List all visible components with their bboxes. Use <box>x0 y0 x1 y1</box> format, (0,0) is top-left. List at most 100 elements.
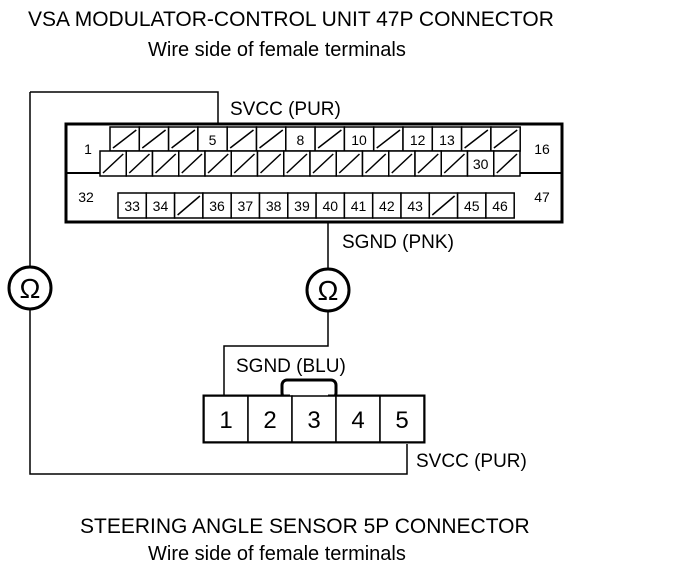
terminal-cell: 37 <box>230 192 261 219</box>
terminal-number: 42 <box>379 198 395 214</box>
terminal-cell <box>125 150 154 177</box>
terminal-cell: 5 <box>197 126 228 152</box>
terminal-cell: 36 <box>202 192 232 219</box>
terminal-cell: 33 <box>117 192 148 219</box>
terminal-cell <box>440 150 469 177</box>
right-ohmmeter: Ω <box>305 267 351 313</box>
terminal-cell <box>178 150 206 177</box>
unused-terminal-slash <box>364 153 387 174</box>
terminal-number: 43 <box>407 198 423 214</box>
unused-terminal-slash <box>391 153 413 174</box>
terminal-number: 37 <box>238 198 254 214</box>
terminal-cell <box>151 150 180 177</box>
unused-terminal-slash <box>376 129 401 149</box>
terminal-number: 41 <box>351 198 367 214</box>
terminal-row-1: 5 8 10 12 13 <box>109 126 521 152</box>
terminal-number: 5 <box>395 407 408 434</box>
unused-terminal-slash <box>312 153 334 174</box>
terminal-cell <box>388 150 416 177</box>
terminal-label-32: 32 <box>78 189 94 205</box>
terminal-cell: 1 <box>203 395 249 443</box>
terminal-cell: 10 <box>343 126 375 152</box>
terminal-cell <box>283 150 311 177</box>
wire-sgnd <box>223 218 329 396</box>
terminal-cell <box>99 150 127 177</box>
terminal-row-2: 30 <box>99 150 521 177</box>
unused-terminal-slash <box>259 153 282 174</box>
terminal-number: 2 <box>263 407 276 434</box>
terminal-cell <box>493 150 521 177</box>
terminal-number: 1 <box>219 407 232 434</box>
terminal-cell <box>314 126 346 152</box>
terminal-cell <box>361 150 390 177</box>
terminal-cell: 4 <box>335 395 381 443</box>
terminal-cell <box>256 150 285 177</box>
terminal-number: 38 <box>266 198 282 214</box>
unused-terminal-slash <box>229 129 254 149</box>
terminal-label-47: 47 <box>534 189 550 205</box>
terminal-cell <box>309 150 337 177</box>
unused-terminal-slash <box>171 129 196 149</box>
terminal-number: 40 <box>322 198 338 214</box>
unused-terminal-slash <box>338 153 361 174</box>
terminal-number: 5 <box>209 132 217 148</box>
terminal-cell: 34 <box>145 192 176 219</box>
terminal-cell: 2 <box>247 395 293 443</box>
terminal-cell <box>490 126 521 152</box>
unused-terminal-slash <box>286 153 308 174</box>
unused-terminal-slash <box>233 153 256 174</box>
unused-terminal-slash <box>464 129 489 149</box>
unused-terminal-slash <box>141 129 167 149</box>
terminal-cell <box>167 126 199 152</box>
terminal-cell: 13 <box>431 126 463 152</box>
steering-angle-sensor-5p-connector: 1 2 3 4 5 <box>202 378 426 444</box>
terminal-number: 13 <box>439 132 455 148</box>
sensor-connector-title: STEERING ANGLE SENSOR 5P CONNECTOR <box>80 515 530 538</box>
terminal-number: 3 <box>307 407 320 434</box>
terminal-cell <box>460 126 492 152</box>
unused-terminal-slash <box>496 153 518 174</box>
unused-terminal-slash <box>443 153 466 174</box>
svcc-pur-label: SVCC (PUR) <box>230 99 341 120</box>
sgnd-blu-label: SGND (BLU) <box>236 356 346 377</box>
terminal-number: 39 <box>294 198 310 214</box>
terminal-cell: 45 <box>456 192 487 219</box>
terminal-cell: 41 <box>343 192 374 219</box>
terminal-label-1: 1 <box>84 141 92 157</box>
terminal-number: 30 <box>473 156 489 172</box>
terminal-cell <box>226 126 258 152</box>
unused-terminal-slash <box>154 153 177 174</box>
terminal-number: 12 <box>410 132 426 148</box>
terminal-number: 45 <box>464 198 480 214</box>
terminal-cell: 38 <box>258 192 289 219</box>
wire-svcc <box>29 91 408 475</box>
sensor-connector-subtitle: Wire side of female terminals <box>148 543 406 565</box>
vsa-connector-subtitle: Wire side of female terminals <box>148 39 406 61</box>
terminal-cell: 5 <box>379 395 425 443</box>
unused-terminal-slash <box>102 153 124 174</box>
unused-terminal-slash <box>207 153 229 174</box>
svcc-pur-bottom-label: SVCC (PUR) <box>416 451 527 472</box>
left-ohmmeter: Ω <box>7 265 53 311</box>
terminal-cell <box>138 126 170 152</box>
sensor-terminal-row: 1 2 3 4 5 <box>203 395 425 443</box>
unused-terminal-slash <box>259 129 284 149</box>
unused-terminal-slash <box>128 153 151 174</box>
terminal-number: 4 <box>351 407 364 434</box>
terminal-cell: 42 <box>371 192 402 219</box>
terminal-number: 10 <box>351 132 367 148</box>
terminal-cell: 12 <box>402 126 434 152</box>
ohm-symbol: Ω <box>20 273 41 304</box>
terminal-number: 8 <box>297 132 305 148</box>
terminal-cell <box>372 126 404 152</box>
terminal-cell: 30 <box>466 150 495 177</box>
terminal-cell <box>204 150 232 177</box>
unused-terminal-slash <box>181 153 203 174</box>
vsa-connector-title: VSA MODULATOR-CONTROL UNIT 47P CONNECTOR <box>28 8 554 31</box>
terminal-number: 33 <box>124 198 140 214</box>
terminal-number: 46 <box>492 198 508 214</box>
terminal-row-3: 33 34 36 37 38 39 40 41 42 43 45 46 <box>117 192 515 219</box>
terminal-cell: 43 <box>400 192 431 219</box>
